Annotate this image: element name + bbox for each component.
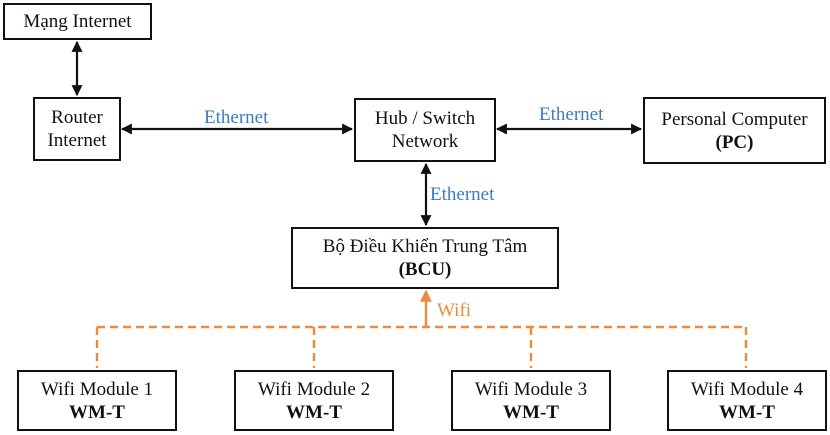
node-pc: Personal Computer (PC) — [643, 97, 826, 164]
node-hub: Hub / Switch Network — [354, 98, 496, 162]
node-router-line2: Internet — [47, 130, 107, 151]
node-wm4: Wifi Module 4 WM-T — [667, 370, 827, 431]
node-router-line1: Router — [51, 107, 103, 128]
node-pc-line1: Personal Computer — [661, 108, 808, 130]
node-wm2-line1: Wifi Module 2 — [257, 378, 371, 400]
wifi-bus — [95, 325, 748, 368]
node-pc-line2: (PC) — [715, 131, 754, 153]
node-wm1-line1: Wifi Module 1 — [40, 378, 154, 400]
node-bcu-line2: (BCU) — [398, 259, 452, 280]
node-internet-label: Mạng Internet — [23, 11, 132, 32]
node-bcu-line1: Bộ Điều Khiển Trung Tâm — [322, 236, 528, 257]
node-bcu: Bộ Điều Khiển Trung Tâm (BCU) — [291, 227, 559, 289]
node-wm3: Wifi Module 3 WM-T — [451, 370, 611, 431]
node-wm3-line1: Wifi Module 3 — [474, 378, 588, 400]
label-router-hub: Ethernet — [204, 107, 269, 128]
node-internet: Mạng Internet — [3, 3, 152, 40]
label-hub-pc: Ethernet — [539, 104, 604, 125]
node-hub-line2: Network — [391, 131, 459, 152]
node-wm4-line1: Wifi Module 4 — [690, 378, 804, 400]
node-wm3-line2: WM-T — [503, 401, 559, 423]
label-wifi: Wifi — [437, 300, 472, 321]
label-hub-bcu: Ethernet — [430, 184, 495, 205]
node-router: Router Internet — [33, 97, 121, 161]
node-wm2: Wifi Module 2 WM-T — [234, 370, 394, 431]
node-hub-line1: Hub / Switch — [374, 108, 476, 129]
node-wm2-line2: WM-T — [286, 401, 342, 423]
node-wm1-line2: WM-T — [69, 401, 125, 423]
node-wm4-line2: WM-T — [719, 401, 775, 423]
node-wm1: Wifi Module 1 WM-T — [17, 370, 177, 431]
